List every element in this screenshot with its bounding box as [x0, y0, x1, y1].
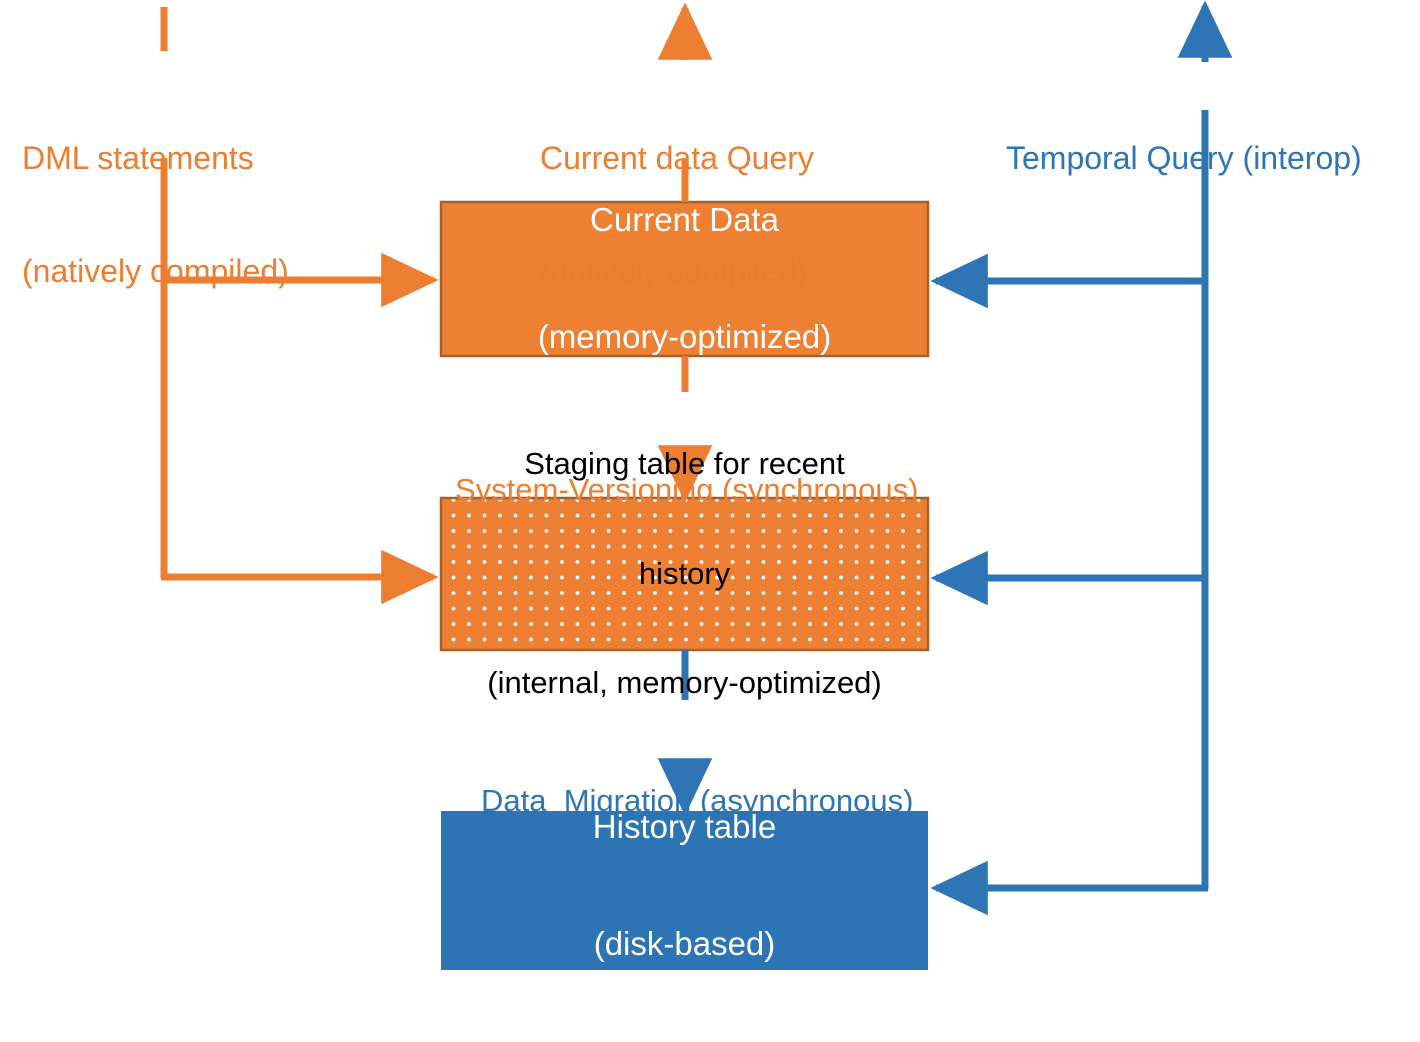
edge-label-dml-statements: DML statements (natively compiled) — [22, 64, 289, 366]
edge-label-current-data-query-line-1: Current data Query — [540, 139, 814, 176]
edge-label-system-versioning-line-1: System-Versioning (synchronous) — [455, 472, 919, 508]
node-current-data-box — [439, 200, 930, 358]
edge-label-data-migration: Data Migration (asynchronous) — [481, 710, 913, 893]
edge-label-dml-statements-line-1: DML statements — [22, 139, 254, 176]
node-history-table-box — [441, 811, 928, 970]
diagram-canvas — [160, 0, 1233, 970]
node-staging-table-box — [439, 496, 930, 652]
edge-label-system-versioning: System-Versioning (synchronous) — [455, 399, 918, 582]
edge-label-temporal-query-line-1: Temporal Query (interop) — [1006, 139, 1362, 176]
edge-label-dml-statements-line-2: (natively compiled) — [22, 252, 289, 289]
edge-label-temporal-query: Temporal Query (interop) — [1006, 64, 1362, 253]
temporal-table-diagram: Current Data (memory-optimized) Staging … — [22, 0, 1362, 970]
edge-label-current-data-query-line-2: (natively compiled) — [540, 252, 807, 289]
edge-label-data-migration-line-1: Data Migration (asynchronous) — [481, 783, 914, 819]
edge-label-current-data-query: Current data Query (natively compiled) — [540, 64, 814, 366]
